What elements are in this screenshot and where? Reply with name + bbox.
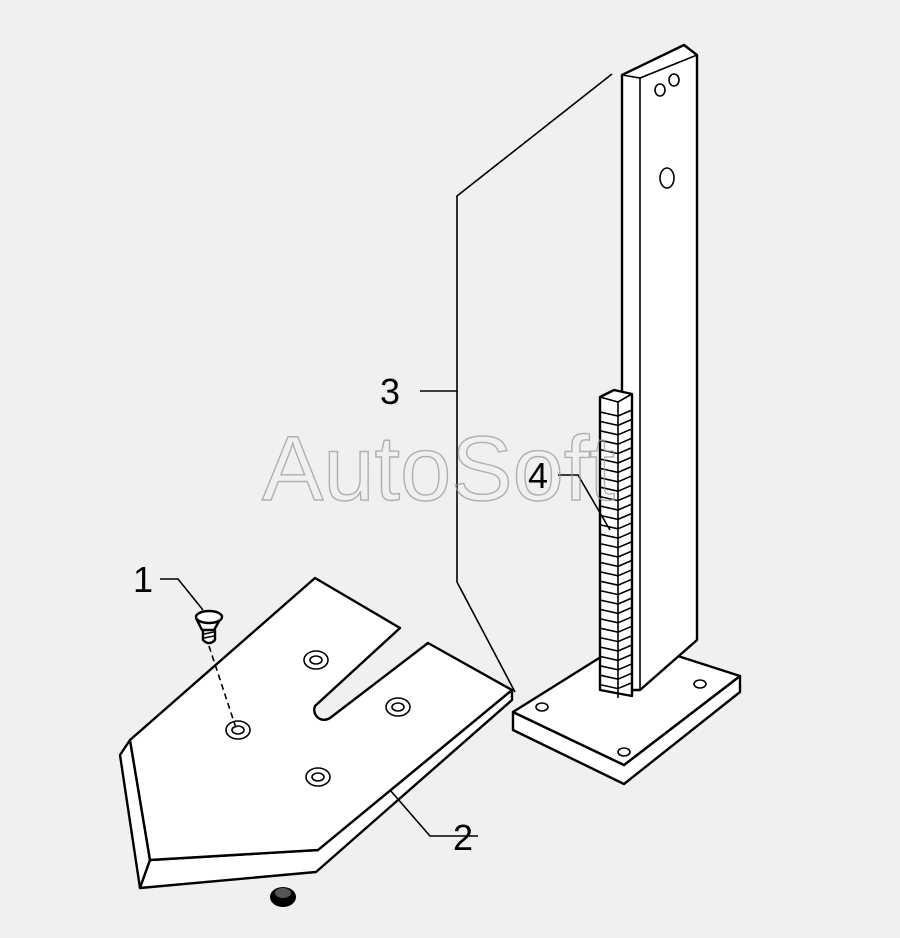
- callout-3: 3: [380, 371, 400, 412]
- leader-lines: [160, 73, 613, 837]
- leader-3: [420, 73, 613, 392]
- pointed-plate: [118, 576, 514, 907]
- vertical-post: [620, 43, 699, 692]
- watermark: AutoSoft: [262, 418, 615, 520]
- leader-3b: [456, 391, 516, 693]
- leader-2: [389, 789, 478, 837]
- leader-1: [160, 578, 204, 611]
- post-assembly: [511, 43, 742, 786]
- post-hole: [668, 73, 680, 87]
- base-hole: [693, 679, 707, 689]
- base-hole: [535, 702, 549, 712]
- plate-hole: [225, 720, 251, 740]
- plate-hole: [305, 767, 331, 787]
- base-hole: [617, 747, 631, 757]
- leader-4: [558, 474, 611, 531]
- callout-1: 1: [133, 559, 153, 600]
- callout-4: 4: [528, 455, 548, 496]
- callout-2: 2: [453, 817, 473, 858]
- countersunk-screw: [194, 609, 237, 729]
- base-plate: [511, 638, 742, 786]
- plate-hole: [303, 650, 329, 670]
- scale-strip: [598, 388, 634, 698]
- nut: [270, 887, 296, 907]
- post-hole: [654, 83, 666, 97]
- plate-hole: [385, 697, 411, 717]
- post-hole: [659, 167, 675, 189]
